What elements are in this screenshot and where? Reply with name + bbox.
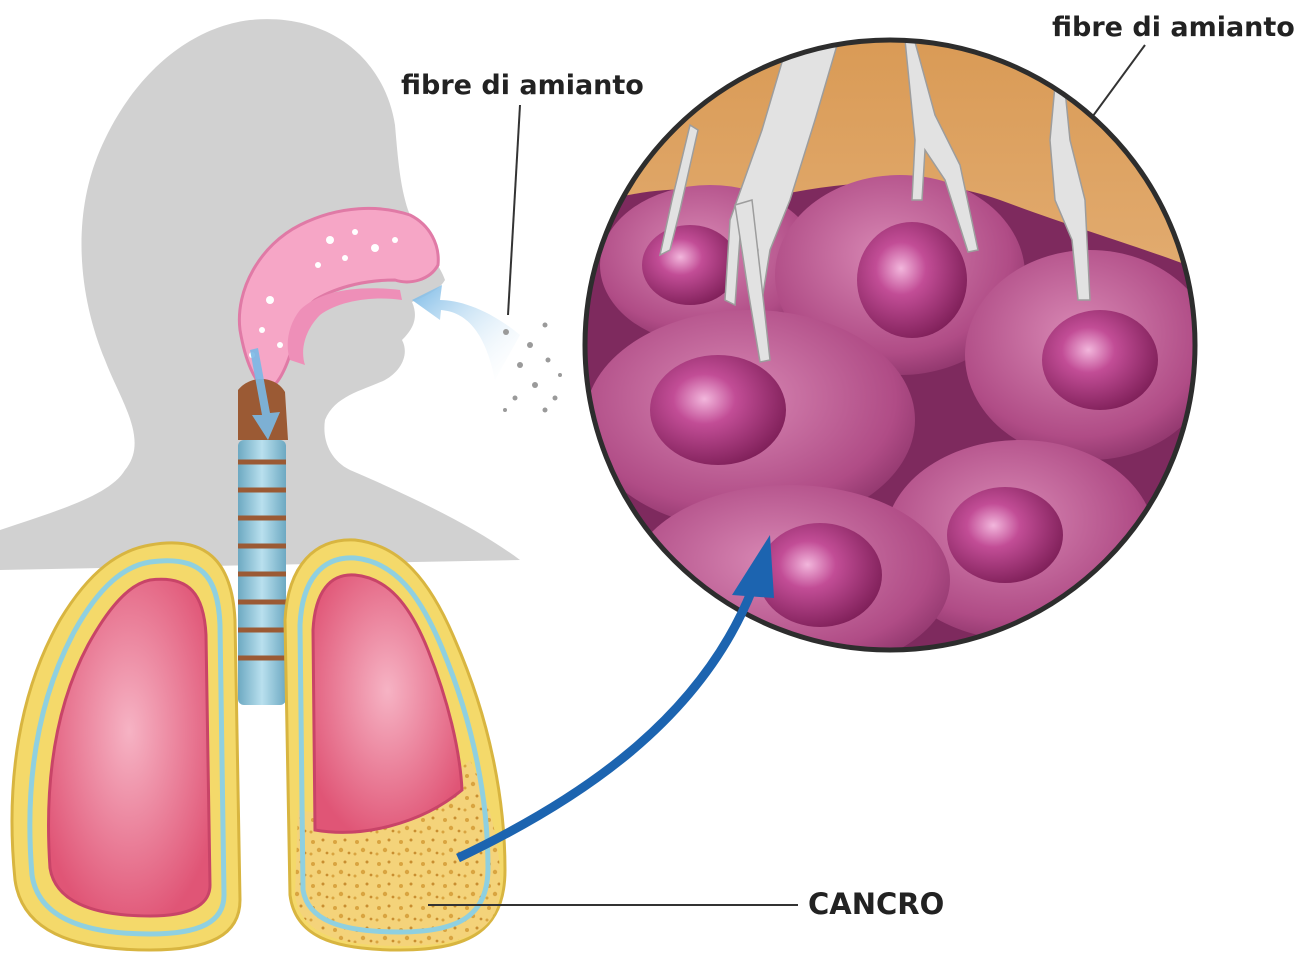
nucleus	[642, 225, 738, 305]
cancer-label: CANCRO	[808, 890, 944, 919]
inhaled-fibers-label: fibre di amianto	[401, 72, 644, 99]
nucleus	[857, 222, 967, 338]
inhaled-fibers-leader	[508, 105, 520, 315]
magnified-fibers-label: fibre di amianto	[1052, 14, 1295, 41]
nucleus	[947, 487, 1063, 583]
nucleus	[758, 523, 882, 627]
nucleus	[1042, 310, 1158, 410]
nucleus	[650, 355, 786, 465]
